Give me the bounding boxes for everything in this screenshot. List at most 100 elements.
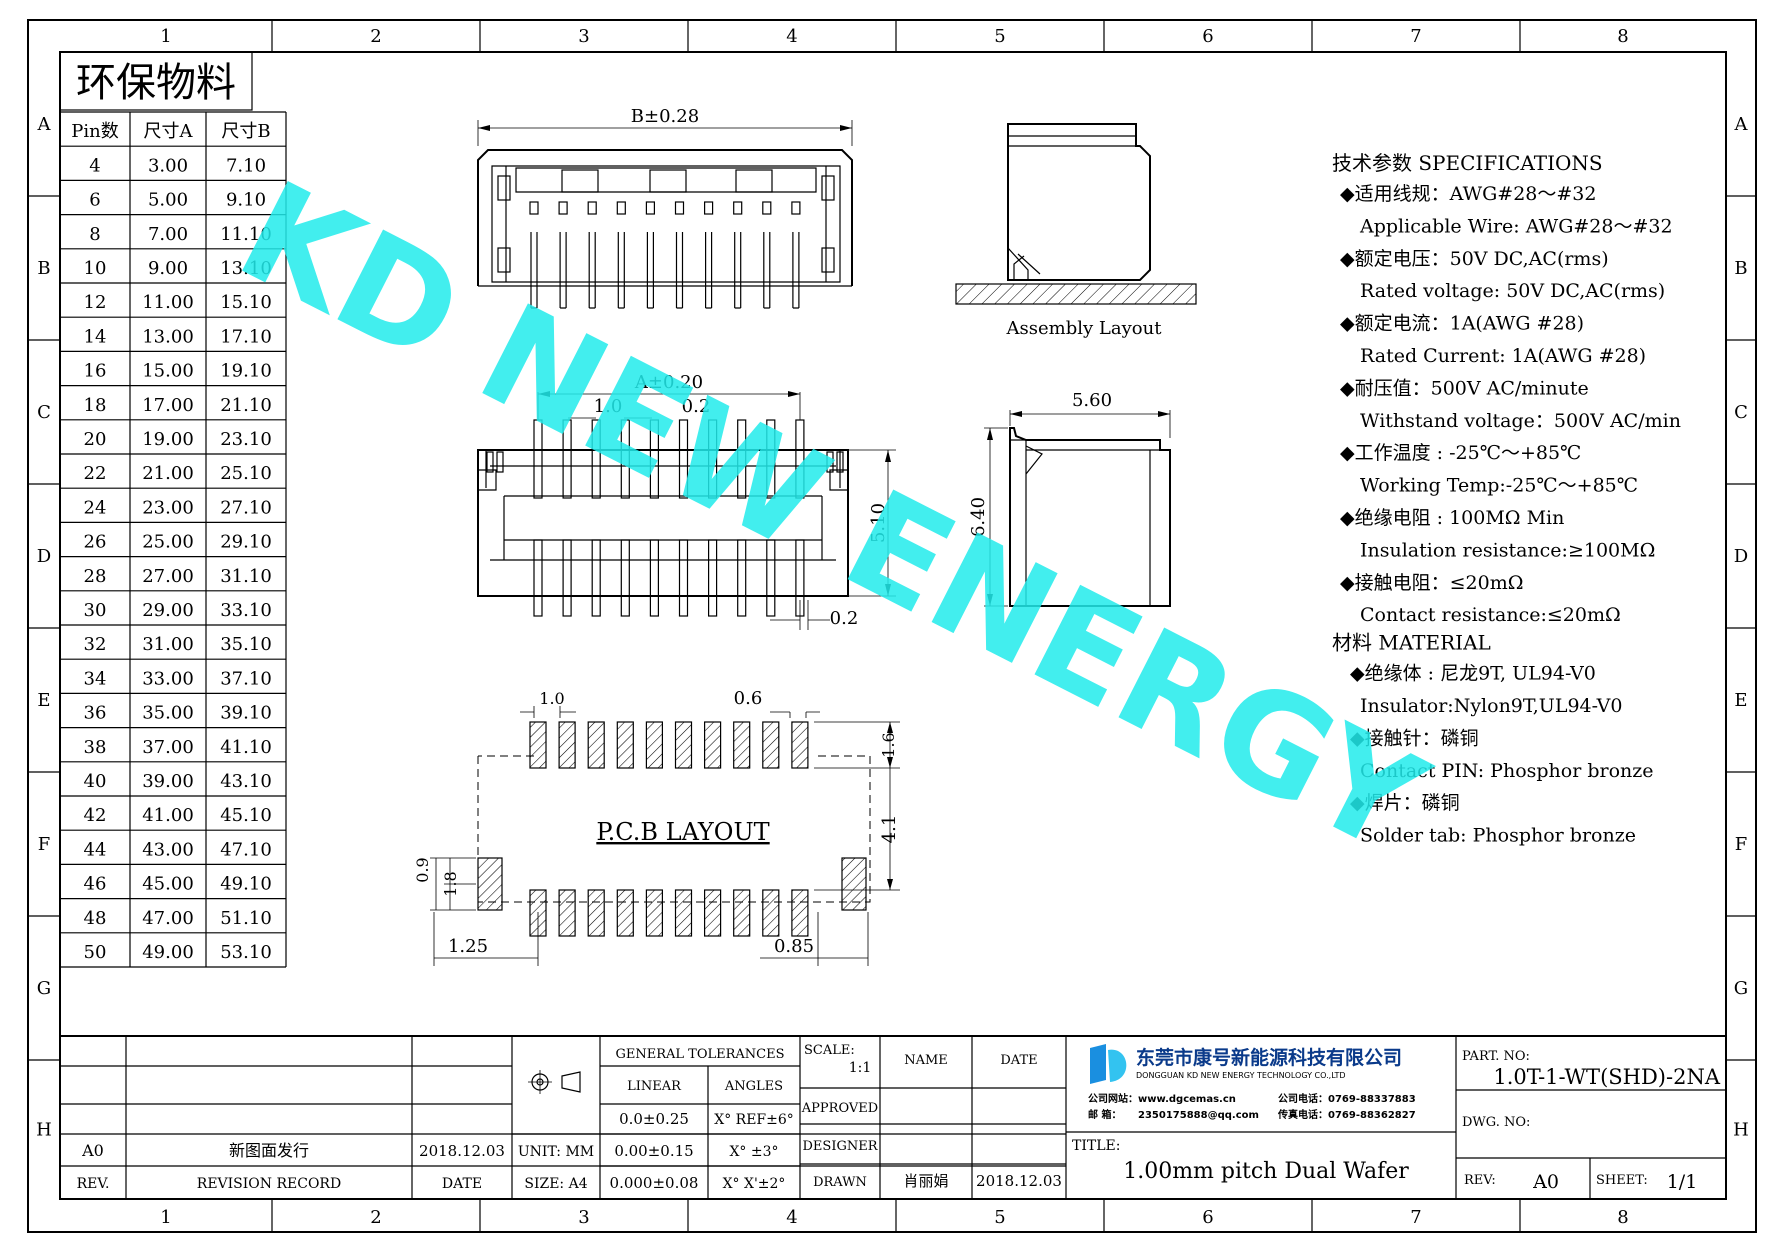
table-cell: 13.10 bbox=[220, 258, 272, 279]
table-cell: 38 bbox=[84, 737, 107, 758]
unit-label: UNIT: MM bbox=[518, 1144, 594, 1160]
material-line: ◆焊片：磷铜 bbox=[1350, 792, 1460, 814]
outer-border bbox=[27, 19, 1757, 1233]
dim-tab-18: 1.8 bbox=[441, 871, 460, 896]
table-cell: 27.10 bbox=[220, 497, 272, 518]
designer-label: DESIGNER bbox=[803, 1139, 879, 1154]
table-cell: 5.00 bbox=[148, 190, 188, 211]
table-cell: 35.00 bbox=[142, 703, 194, 724]
name-header: NAME bbox=[904, 1053, 948, 1068]
table-cell: 19.00 bbox=[142, 429, 194, 450]
grid-col-top: 6 bbox=[1202, 26, 1213, 47]
table-cell: 31.10 bbox=[220, 566, 272, 587]
table-cell: 36 bbox=[84, 703, 107, 724]
table-cell: 23.10 bbox=[220, 429, 272, 450]
dim-off-085: 0.85 bbox=[774, 936, 814, 957]
tol-2: 0.00±0.15 bbox=[614, 1142, 693, 1160]
table-cell: 4 bbox=[89, 155, 100, 176]
grid-row-right: F bbox=[1735, 834, 1748, 855]
table-header-cell: Pin数 bbox=[71, 121, 118, 142]
grid-row-right: C bbox=[1734, 402, 1748, 423]
material-line: Solder tab: Phosphor bronze bbox=[1360, 825, 1636, 847]
table-cell: 31.00 bbox=[142, 634, 194, 655]
title-label: TITLE: bbox=[1072, 1138, 1120, 1154]
table-cell: 26 bbox=[84, 532, 107, 553]
drawn-date: 2018.12.03 bbox=[976, 1172, 1062, 1190]
table-cell: 9.10 bbox=[226, 190, 266, 211]
revision-text: 新图面发行 bbox=[229, 1141, 309, 1160]
table-cell: 43.10 bbox=[220, 771, 272, 792]
grid-col-top: 7 bbox=[1410, 26, 1421, 47]
table-cell: 39.00 bbox=[142, 771, 194, 792]
dwg-no-label: DWG. NO: bbox=[1462, 1115, 1530, 1130]
spec-line: ◆耐压值：500V AC/minute bbox=[1340, 377, 1589, 399]
dim-pitch: 1.0 bbox=[594, 396, 623, 417]
spec-line: ◆绝缘电阻 : 100MΩ Min bbox=[1340, 507, 1564, 529]
dim-span-41: 4.1 bbox=[879, 815, 900, 844]
table-cell: 28 bbox=[84, 566, 107, 587]
table-header-cell: 尺寸B bbox=[221, 121, 270, 142]
pcb-label: P.C.B LAYOUT bbox=[596, 818, 769, 846]
table-cell: 37.10 bbox=[220, 668, 272, 689]
table-cell: 29.10 bbox=[220, 532, 272, 553]
rev-value: A0 bbox=[81, 1141, 104, 1160]
dim-tail-02: 0.2 bbox=[830, 608, 859, 629]
table-cell: 32 bbox=[84, 634, 107, 655]
grid-col-bottom: 4 bbox=[786, 1207, 797, 1228]
side-view: 5.60 6.40 bbox=[968, 390, 1171, 607]
top-view: B±0.28 bbox=[477, 106, 853, 309]
table-cell: 46 bbox=[84, 874, 107, 895]
table-cell: 7.00 bbox=[148, 224, 188, 245]
table-cell: 29.00 bbox=[142, 600, 194, 621]
material-line: ◆绝缘体 : 尼龙9T, UL94-V0 bbox=[1350, 663, 1596, 685]
grid-row-right: G bbox=[1734, 978, 1748, 999]
tol-1: 0.0±0.25 bbox=[619, 1110, 689, 1128]
table-cell: 11.00 bbox=[142, 292, 194, 313]
material-line: ◆接触针：磷铜 bbox=[1350, 727, 1479, 749]
grid-row-right: B bbox=[1734, 258, 1747, 279]
table-cell: 13.00 bbox=[142, 326, 194, 347]
grid-col-top: 8 bbox=[1617, 26, 1628, 47]
table-cell: 21.00 bbox=[142, 463, 194, 484]
ang-1: X° REF±6° bbox=[714, 1112, 794, 1128]
table-cell: 23.00 bbox=[142, 497, 194, 518]
grid-col-top: 5 bbox=[994, 26, 1005, 47]
grid-col-bottom: 3 bbox=[578, 1207, 589, 1228]
spec-line: Insulation resistance:≥100MΩ bbox=[1360, 539, 1655, 561]
table-cell: 35.10 bbox=[220, 634, 272, 655]
table-cell: 17.10 bbox=[220, 326, 272, 347]
fax: 0769-88362827 bbox=[1328, 1110, 1416, 1121]
website: www.dgcemas.cn bbox=[1138, 1094, 1236, 1105]
scale-label: SCALE: bbox=[804, 1043, 855, 1058]
table-cell: 15.00 bbox=[142, 361, 194, 382]
specifications: 技术参数 SPECIFICATIONS◆适用线规：AWG#28～#32Appli… bbox=[1332, 151, 1681, 847]
table-cell: 47.00 bbox=[142, 908, 194, 929]
table-cell: 24 bbox=[84, 497, 107, 518]
grid-col-bottom: 8 bbox=[1617, 1207, 1628, 1228]
grid-row-left: E bbox=[37, 690, 50, 711]
title-block: A0 新图面发行 2018.12.03 REV. REVISION RECORD… bbox=[60, 1035, 1726, 1199]
part-no: 1.0T-1-WT(SHD)-2NA bbox=[1493, 1065, 1720, 1089]
dim-pad-pitch: 1.0 bbox=[539, 689, 564, 708]
table-cell: 6 bbox=[89, 190, 100, 211]
grid-marks bbox=[28, 20, 1756, 1232]
table-cell: 53.10 bbox=[220, 942, 272, 963]
tol-3: 0.000±0.08 bbox=[610, 1174, 699, 1192]
email-label: 邮 箱： bbox=[1088, 1108, 1121, 1121]
grid-col-bottom: 5 bbox=[994, 1207, 1005, 1228]
table-cell: 18 bbox=[84, 395, 107, 416]
pcb-layout: P.C.B LAYOUT 1.0 0.6 1.6 4.1 0.9 1.8 1.2… bbox=[413, 688, 900, 966]
grid-row-right: D bbox=[1734, 546, 1748, 567]
table-cell: 48 bbox=[84, 908, 107, 929]
phone: 0769-88337883 bbox=[1328, 1094, 1416, 1105]
rev: A0 bbox=[1532, 1171, 1559, 1193]
table-cell: 34 bbox=[84, 668, 107, 689]
spec-line: Working Temp:-25℃～+85℃ bbox=[1360, 475, 1638, 497]
table-cell: 8 bbox=[89, 224, 100, 245]
spec-line: Rated voltage: 50V DC,AC(rms) bbox=[1360, 280, 1665, 302]
dim-b-tol: B±0.28 bbox=[631, 106, 699, 127]
sheet: 1/1 bbox=[1667, 1171, 1698, 1193]
email: 2350175888@qq.com bbox=[1138, 1110, 1259, 1121]
